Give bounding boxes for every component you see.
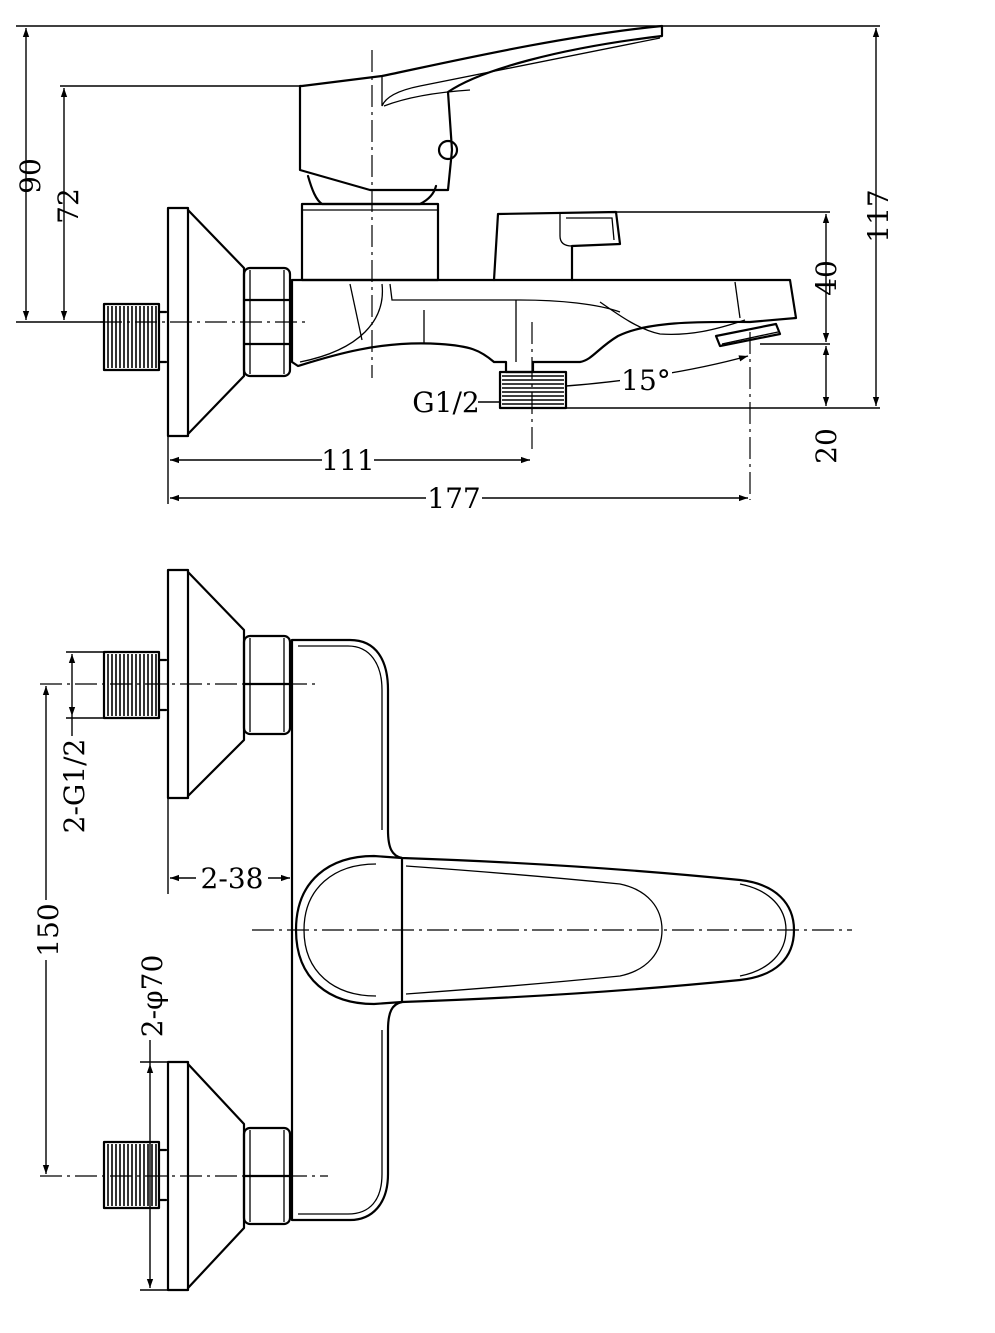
side-centerlines [100, 50, 751, 500]
dim-72: 72 [52, 188, 85, 224]
dim-40: 40 [810, 260, 843, 296]
dim-20: 20 [810, 428, 843, 464]
faucet-body-side [290, 278, 798, 374]
dim-2-g1-2: 2-G1/2 [58, 739, 91, 834]
side-view: 90 72 117 40 20 111 177 15° G1/2 [14, 24, 895, 515]
side-extension-lines [16, 25, 880, 504]
dim-2-38: 2-38 [201, 862, 264, 895]
dim-177: 177 [427, 482, 480, 515]
top-dimension-labels: 2-G1/2 150 2-38 2-φ70 [32, 736, 268, 1037]
side-dimension-lines [22, 28, 880, 502]
dim-117: 117 [862, 189, 895, 242]
inlet-thread-side [102, 302, 168, 372]
dim-2-phi70: 2-φ70 [136, 955, 169, 1038]
top-extension-lines [66, 651, 293, 1291]
handle-lever-side [298, 24, 664, 192]
dim-150: 150 [32, 903, 65, 956]
top-centerlines [40, 683, 852, 1177]
top-view: 2-G1/2 150 2-38 2-φ70 [32, 568, 852, 1292]
dim-90: 90 [14, 158, 47, 194]
side-dimension-labels: 90 72 117 40 20 111 177 15° G1/2 [14, 158, 895, 515]
dim-111: 111 [321, 444, 374, 477]
diverter-knob [492, 210, 622, 282]
outlet-thread [498, 370, 568, 410]
outlet-thread-label: G1/2 [412, 386, 479, 419]
cartridge-housing [300, 174, 440, 282]
dim-angle-15: 15° [621, 364, 671, 397]
upper-flange [102, 568, 292, 800]
